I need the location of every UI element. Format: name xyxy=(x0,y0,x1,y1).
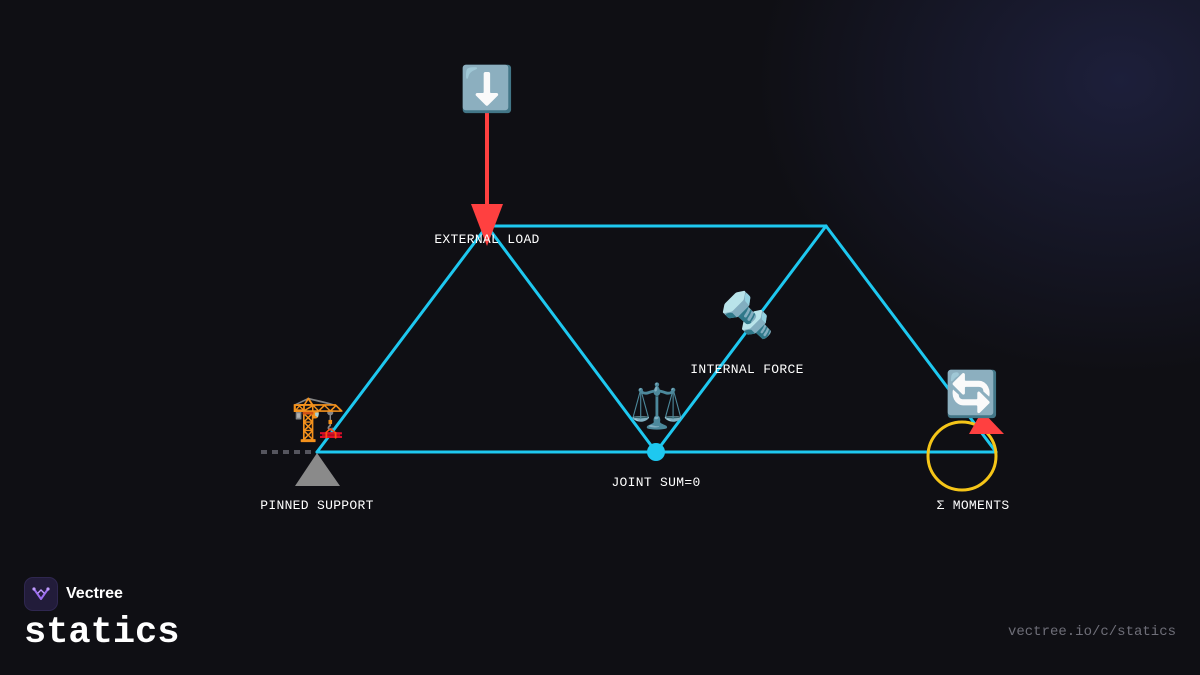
truss-member-left-diagonal xyxy=(315,224,489,454)
joint-node xyxy=(647,443,665,461)
vectree-logo-icon xyxy=(24,577,58,611)
brand-name: Vectree xyxy=(66,585,123,602)
brand: Vectree xyxy=(24,577,123,611)
bolt-icon: 🔩 xyxy=(720,290,775,341)
external-load-arrowhead xyxy=(471,204,503,246)
scales-icon: ⚖️ xyxy=(630,381,685,432)
rotate-icon: 🔄 xyxy=(945,369,1000,420)
truss-member-right-diagonal xyxy=(824,224,998,454)
moment-circle xyxy=(926,420,998,492)
internal-force-label: INTERNAL FORCE xyxy=(690,362,803,377)
external-load-label: EXTERNAL LOAD xyxy=(434,232,539,247)
down-arrow-icon: ⬇️ xyxy=(460,64,515,115)
moments-label: Σ MOMENTS xyxy=(937,498,1010,513)
crane-icon: 🏗️ xyxy=(291,393,346,444)
truss-member-center-left-diagonal xyxy=(485,224,658,454)
pinned-support-label: PINNED SUPPORT xyxy=(260,498,373,513)
joint-sum-label: JOINT SUM=0 xyxy=(611,475,700,490)
moment-arrowhead xyxy=(969,411,1004,434)
pinned-support-triangle xyxy=(295,453,340,486)
truss-member-center-right-diagonal xyxy=(654,224,828,454)
course-url-link[interactable]: vectree.io/c/statics xyxy=(1007,624,1176,640)
topic-title: statics xyxy=(24,612,180,654)
